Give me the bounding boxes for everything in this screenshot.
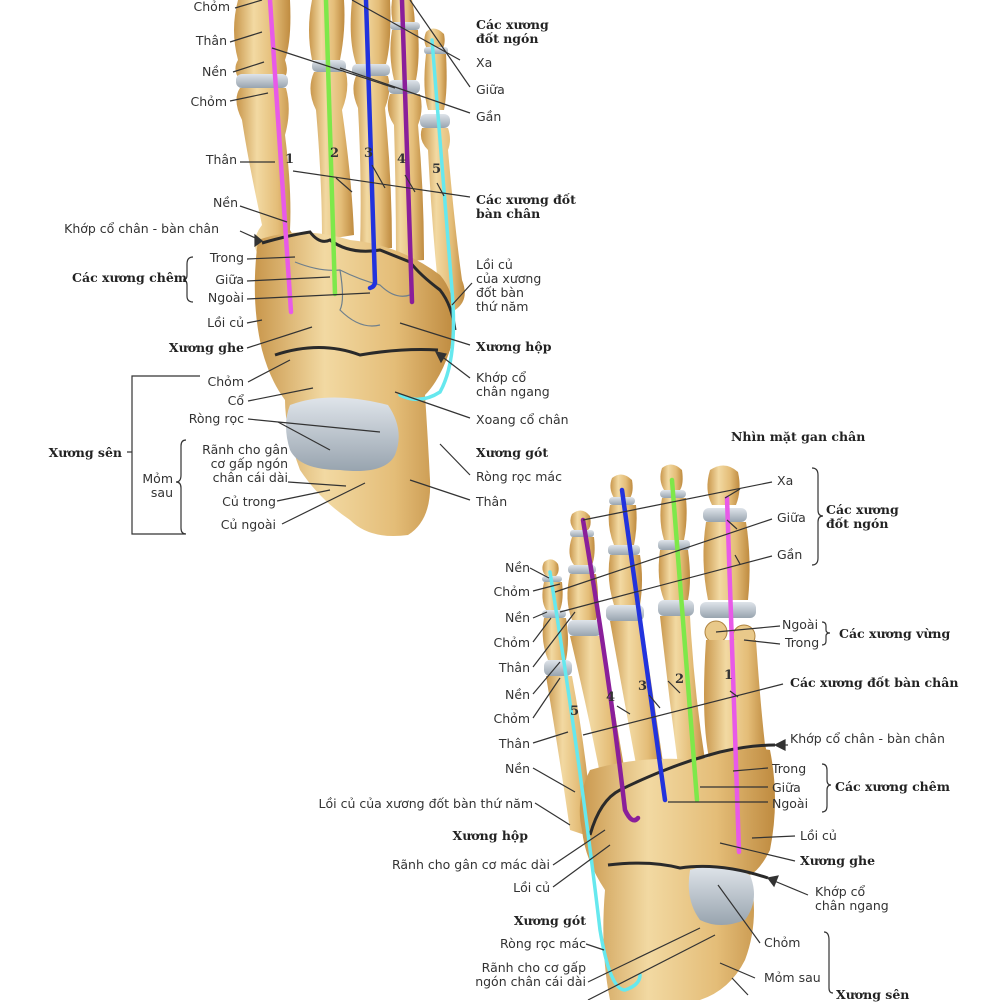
toe-number-4: 4 — [397, 152, 407, 167]
toe-number-4-plantar: 4 — [606, 690, 616, 705]
label-metatarsals-group-plantar: Các xương đốt bàn chân — [790, 675, 959, 690]
label-calcaneus-plantar: Xương gót — [513, 913, 586, 928]
label-nen-a: Nền — [505, 560, 530, 575]
guide-line-toe3 — [363, 0, 378, 291]
label-fhl-groove: Rãnh cho gân cơ gấp ngón chân cái dài — [202, 442, 288, 485]
label-cuneiform-intermediate: Giữa — [215, 272, 244, 287]
toe-number-3: 3 — [364, 146, 374, 161]
label-nen-c: Nền — [505, 687, 530, 702]
label-tarsometatarsal-joint: Khớp cổ chân - bàn chân — [64, 221, 219, 236]
label-proximal-plantar: Gần — [777, 547, 803, 562]
label-middle-plantar: Giữa — [777, 510, 806, 525]
label-sesamoid-medial: Trong — [785, 635, 820, 650]
label-lateral-tubercle: Củ ngoài — [220, 517, 276, 532]
label-posterior-process-plantar: Mỏm sau — [764, 970, 821, 985]
toe-number-2-plantar: 2 — [675, 672, 685, 687]
label-than-phalanx: Thân — [195, 33, 227, 48]
label-tarsal-sinus: Xoang cổ chân — [476, 412, 569, 427]
guide-line-toe4 — [399, 0, 415, 305]
label-cuneiform-intermediate-plantar: Giữa — [772, 780, 801, 795]
guide-line-toe3 — [619, 487, 668, 803]
label-talus-plantar: Xương sên — [836, 987, 910, 1002]
label-cuboid-tuberosity: Lồi củ — [513, 880, 550, 895]
dorsal-colored-guides — [267, 0, 456, 402]
label-chom-distal: Chỏm — [193, 0, 230, 14]
guide-line-toe5 — [398, 38, 456, 402]
guide-line-toe2 — [669, 477, 700, 803]
label-nen-b: Nền — [505, 610, 530, 625]
label-medial-tubercle: Củ trong — [222, 494, 276, 509]
label-talus-neck: Cổ — [227, 393, 244, 408]
label-5th-metatarsal-tuberosity-plantar: Lồi củ của xương đốt bàn thứ năm — [318, 796, 533, 811]
label-tarsometatarsal-joint-plantar: Khớp cổ chân - bàn chân — [790, 731, 945, 746]
label-nen-d: Nền — [505, 761, 530, 776]
label-cuboid-plantar: Xương hộp — [452, 828, 528, 843]
label-sesamoid-lateral: Ngoài — [782, 617, 819, 632]
label-transverse-tarsal-joint: Khớp cổ chân ngang — [476, 370, 550, 399]
label-chom-metatarsal: Chỏm — [190, 94, 227, 109]
toe-number-1: 1 — [285, 152, 295, 167]
label-than-b: Thân — [498, 736, 530, 751]
dorsal-leader-lines — [127, 0, 473, 535]
label-sesamoids-group: Các xương vừng — [839, 626, 951, 641]
toe-number-5-plantar: 5 — [570, 704, 580, 719]
label-nen-metatarsal: Nền — [213, 195, 238, 210]
label-nen-phalanx: Nền — [202, 64, 227, 79]
label-talus-trochlea: Ròng rọc — [188, 411, 244, 426]
label-talus-head-plantar: Chỏm — [764, 935, 801, 950]
label-cuneiform-lateral-plantar: Ngoài — [772, 796, 809, 811]
label-cuneiform-medial: Trong — [209, 250, 244, 265]
label-fibular-trochlea-plantar: Ròng rọc mác — [500, 936, 586, 951]
label-tuberosity-plantar: Lồi củ — [800, 828, 837, 843]
label-phalanges-group: Các xương đốt ngón — [476, 17, 549, 46]
label-calcaneus-body: Thân — [476, 494, 508, 509]
label-chom-b: Chỏm — [493, 635, 530, 650]
label-than-metatarsal: Thân — [205, 152, 237, 167]
label-tuberosity: Lồi củ — [207, 315, 244, 330]
label-chom-a: Chỏm — [493, 584, 530, 599]
toe-number-5: 5 — [432, 162, 442, 177]
label-fhl-groove-plantar: Rãnh cho cơ gấp ngón chân cái dài — [475, 960, 586, 989]
label-talus: Xương sên — [48, 445, 122, 460]
label-distal: Xa — [476, 55, 493, 70]
label-fibular-trochlea: Ròng rọc mác — [476, 469, 562, 484]
label-phalanges-group-plantar: Các xương đốt ngón — [826, 502, 899, 531]
label-chom-c: Chỏm — [493, 711, 530, 726]
plantar-colored-guides — [548, 477, 742, 992]
label-metatarsals-group: Các xương đốt bàn chân — [476, 192, 576, 221]
guide-line-toe2 — [323, 0, 338, 297]
guide-line-toe1 — [724, 495, 742, 855]
label-posterior-process: Mỏm sau — [142, 471, 173, 500]
label-navicular-plantar: Xương ghe — [800, 853, 876, 868]
label-cuneiforms-group: Các xương chêm — [72, 270, 187, 285]
label-proximal: Gần — [476, 109, 502, 124]
label-cuneiform-lateral: Ngoài — [207, 290, 244, 305]
plantar-view-title: Nhìn mặt gan chân — [731, 429, 866, 444]
guide-line-toe5 — [548, 570, 642, 992]
label-cuneiform-medial-plantar: Trong — [772, 761, 807, 776]
label-middle: Giữa — [476, 82, 505, 97]
label-navicular: Xương ghe — [168, 340, 244, 355]
toe-number-2: 2 — [330, 146, 340, 161]
label-talus-head: Chỏm — [207, 374, 244, 389]
dorsal-view-bones — [234, 0, 465, 536]
label-cuboid: Xương hộp — [476, 339, 552, 354]
label-cuneiforms-group-plantar: Các xương chêm — [835, 779, 950, 794]
label-peroneus-longus-groove: Rãnh cho gân cơ mác dài — [391, 857, 550, 872]
label-than-a: Thân — [498, 660, 530, 675]
guide-line-toe1 — [267, 0, 294, 315]
toe-number-3-plantar: 3 — [638, 679, 648, 694]
plantar-leader-lines — [529, 467, 834, 1000]
label-transverse-tarsal-joint-plantar: Khớp cổ chân ngang — [815, 884, 889, 913]
toe-number-1-plantar: 1 — [724, 668, 734, 683]
label-5th-metatarsal-tuberosity: Lồi củ của xương đốt bàn thứ năm — [476, 257, 542, 314]
guide-line-toe4 — [580, 517, 641, 823]
label-distal-plantar: Xa — [777, 473, 794, 488]
label-calcaneus: Xương gót — [476, 445, 549, 460]
